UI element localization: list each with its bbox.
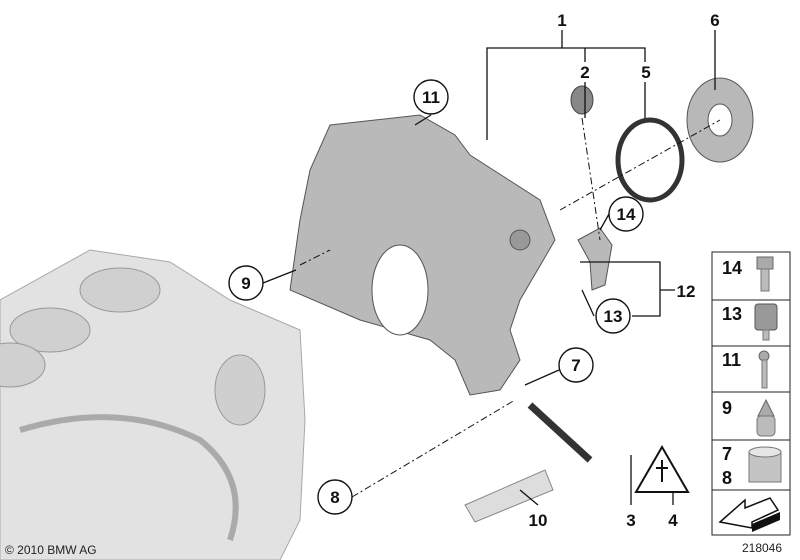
callout-circle-11 [413, 79, 449, 115]
callout-7: 7 [571, 356, 580, 375]
seal-part [570, 85, 594, 115]
callout-3: 3 [626, 511, 635, 530]
long-bolt-icon [758, 350, 770, 389]
sleeve-icon [748, 446, 782, 483]
hex-bolt-icon [756, 256, 774, 292]
callout-1: 1 [557, 11, 566, 30]
warning-triangle-icon [634, 445, 690, 493]
legend-label-7: 7 [722, 444, 732, 464]
arrow-icon [718, 497, 780, 532]
legend-label-14: 14 [722, 258, 742, 278]
plug-icon [756, 398, 776, 437]
callout-circle-9 [228, 265, 264, 301]
callout-8: 8 [330, 488, 339, 507]
callout-14: 14 [617, 205, 636, 224]
callout-10: 10 [529, 511, 548, 530]
sealant-tube-part [464, 469, 554, 523]
callout-6: 6 [710, 11, 719, 30]
callout-2: 2 [580, 63, 589, 82]
legend-label-13: 13 [722, 304, 742, 324]
engine-block [0, 249, 306, 560]
timing-cover [289, 114, 556, 396]
sealing-ring-part [615, 117, 685, 203]
clip-nut-icon [754, 303, 778, 341]
callout-9: 9 [241, 274, 250, 293]
callout-circle-13 [595, 298, 631, 334]
legend-label-9: 9 [722, 398, 732, 418]
legend-label-8: 8 [722, 468, 732, 488]
callout-circle-8 [317, 479, 353, 515]
bracket-part [577, 227, 613, 291]
legend-label-11: 11 [722, 350, 741, 370]
parts-legend: 14 13 11 9 7 8 [711, 251, 791, 536]
callout-12: 12 [677, 282, 696, 301]
callout-4: 4 [668, 511, 678, 530]
diagram-number: 218046 [742, 541, 782, 555]
sensor-part [527, 402, 593, 463]
callout-circle-14 [608, 196, 644, 232]
callout-circle-7 [558, 347, 594, 383]
callout-5: 5 [641, 63, 650, 82]
callout-11: 11 [422, 88, 440, 107]
callout-13: 13 [604, 307, 623, 326]
copyright: © 2010 BMW AG [5, 543, 97, 557]
